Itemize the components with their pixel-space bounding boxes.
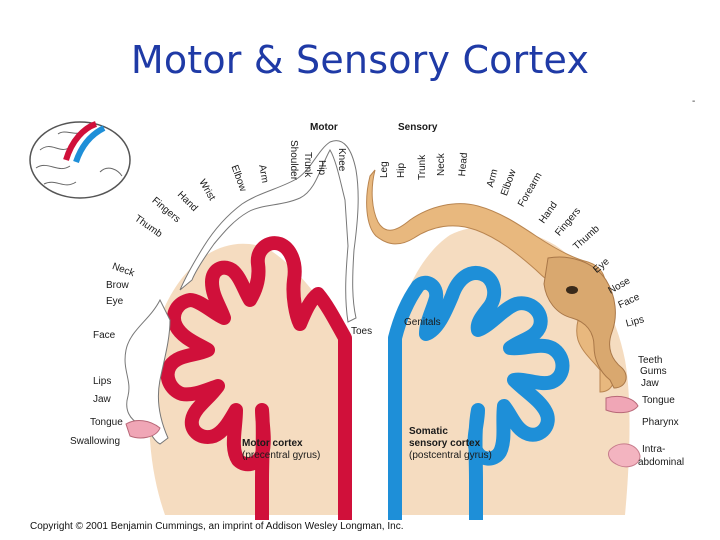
motor-cortex-name: Motor cortex bbox=[242, 438, 303, 449]
sensory-eye-shape bbox=[566, 286, 578, 294]
sensory-label-neck: Neck bbox=[436, 153, 447, 176]
sensory-tongue bbox=[605, 395, 639, 414]
slide-title: Motor & Sensory Cortex bbox=[130, 38, 590, 82]
sensory-label-jaw: Jaw bbox=[641, 378, 659, 389]
brain-inset bbox=[29, 121, 131, 199]
sensory-label-gums: Gums bbox=[640, 366, 667, 377]
sensory-label-hip: Hip bbox=[396, 162, 407, 178]
motor-label-jaw: Jaw bbox=[93, 394, 111, 405]
sensory-label-pharynx: Pharynx bbox=[642, 417, 679, 428]
motor-label-arm: Arm bbox=[256, 163, 271, 184]
sensory-label-intra: Intra- bbox=[642, 444, 666, 455]
motor-label-shoulder: Shoulder bbox=[288, 140, 299, 181]
sensory-cortex-label: Somatic sensory cortex (postcentral gyru… bbox=[409, 426, 492, 462]
motor-tongue bbox=[125, 420, 161, 439]
sensory-label-tongue: Tongue bbox=[642, 395, 675, 406]
motor-homunculus-body bbox=[179, 140, 359, 323]
sensory-label-teeth: Teeth bbox=[638, 355, 663, 366]
motor-label-lips: Lips bbox=[93, 376, 112, 387]
sensory-label-head: Head bbox=[457, 152, 471, 177]
sensory-cortex-name-2: sensory cortex bbox=[409, 438, 481, 449]
sensory-label-leg: Leg bbox=[379, 161, 390, 178]
sensory-cortex-band bbox=[388, 266, 570, 520]
motor-cortex-band bbox=[160, 236, 352, 520]
sensory-cortex-sub: (postcentral gyrus) bbox=[409, 450, 492, 461]
motor-label-knee: Knee bbox=[336, 148, 347, 172]
motor-header: Motor bbox=[310, 122, 338, 133]
motor-label-trunk: Trunk bbox=[302, 152, 313, 178]
motor-label-eye: Eye bbox=[106, 296, 124, 307]
motor-cortex-label: Motor cortex (precentral gyrus) bbox=[242, 438, 320, 462]
sensory-label-abdominal: abdominal bbox=[638, 457, 685, 468]
sensory-header: Sensory bbox=[398, 122, 438, 133]
motor-label-toes: Toes bbox=[351, 326, 373, 337]
motor-cortex-sub: (precentral gyrus) bbox=[242, 450, 321, 461]
sensory-label-genitals: Genitals bbox=[404, 317, 441, 328]
motor-label-face: Face bbox=[93, 330, 116, 341]
copyright-text: Copyright © 2001 Benjamin Cummings, an i… bbox=[30, 521, 404, 532]
sensory-cortex-name-1: Somatic bbox=[409, 426, 448, 437]
motor-label-tongue: Tongue bbox=[90, 417, 123, 428]
sensory-homunculus-face bbox=[543, 256, 627, 389]
intra-abdominal-shape bbox=[608, 443, 641, 468]
motor-label-hip: Hip bbox=[316, 160, 327, 176]
sensory-label-trunk: Trunk bbox=[417, 154, 428, 180]
motor-label-brow: Brow bbox=[106, 280, 129, 291]
slide-mark: - bbox=[692, 96, 696, 107]
motor-label-swallowing: Swallowing bbox=[70, 436, 121, 447]
